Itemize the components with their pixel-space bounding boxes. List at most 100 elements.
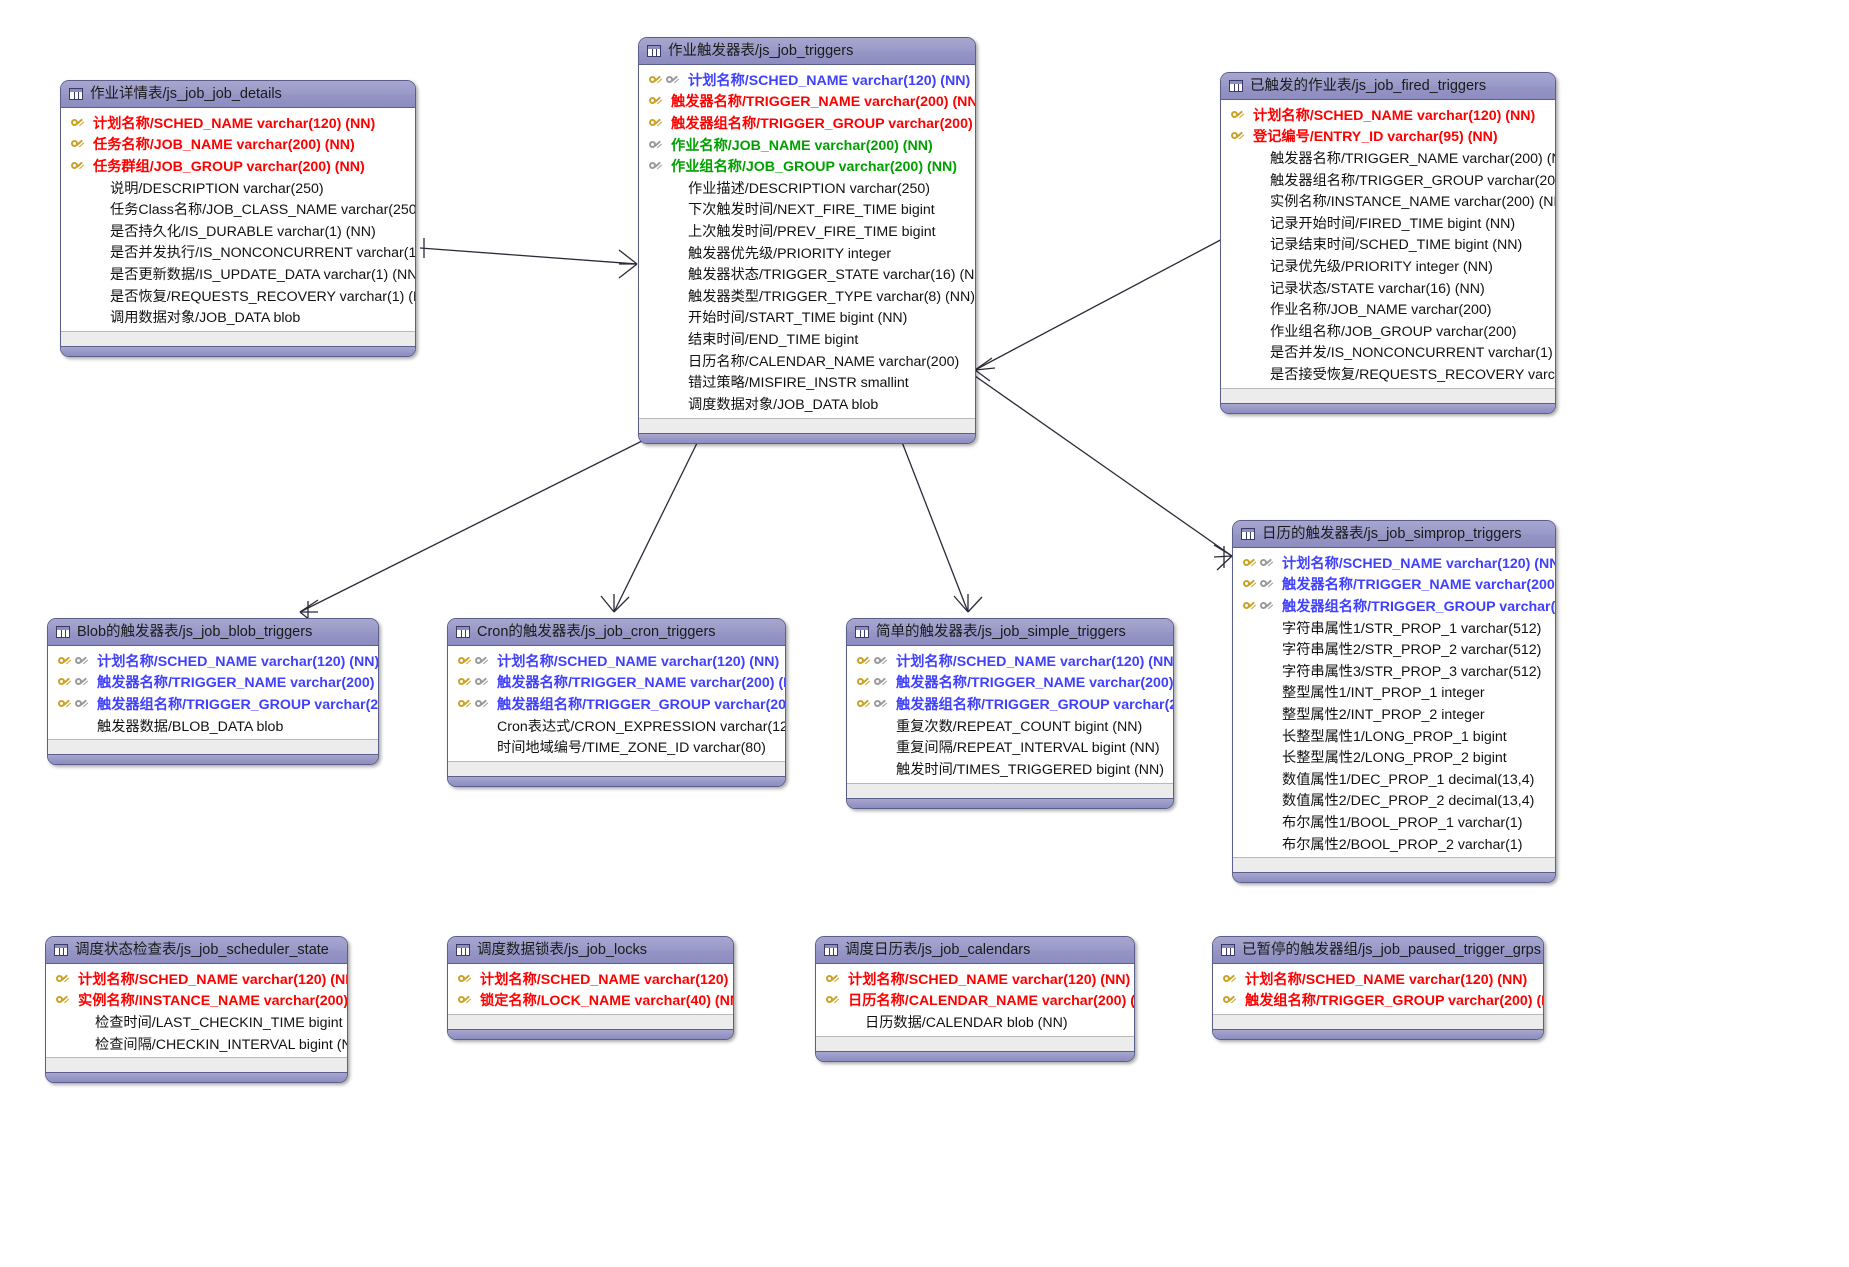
attribute-row[interactable]: 记录优先级/PRIORITY integer (NN) <box>1221 255 1555 277</box>
entity-js-job-fired-triggers[interactable]: 已触发的作业表/js_job_fired_triggers 计划名称/SCHED… <box>1220 72 1556 414</box>
attribute-row[interactable]: 触发器数据/BLOB_DATA blob <box>48 715 378 737</box>
attribute-row[interactable]: Cron表达式/CRON_EXPRESSION varchar(120) (NN… <box>448 715 785 737</box>
attribute-row[interactable]: 计划名称/SCHED_NAME varchar(120) (NN) <box>448 968 733 990</box>
entity-js-job-simple-triggers[interactable]: 简单的触发器表/js_job_simple_triggers 计划名称/SCHE… <box>846 618 1174 809</box>
attribute-row[interactable]: 触发器名称/TRIGGER_NAME varchar(200) (NN) <box>448 672 785 694</box>
attribute-row[interactable]: 登记编号/ENTRY_ID varchar(95) (NN) <box>1221 126 1555 148</box>
attribute-row[interactable]: 作业组名称/JOB_GROUP varchar(200) (NN) <box>639 155 975 177</box>
primary-key-icon <box>458 972 471 985</box>
primary-key-icon <box>58 654 71 667</box>
attribute-row[interactable]: 布尔属性1/BOOL_PROP_1 varchar(1) <box>1233 811 1555 833</box>
attribute-row[interactable]: 日历数据/CALENDAR blob (NN) <box>816 1011 1134 1033</box>
attribute-row[interactable]: 记录结束时间/SCHED_TIME bigint (NN) <box>1221 234 1555 256</box>
attribute-row[interactable]: 任务Class名称/JOB_CLASS_NAME varchar(250) (N… <box>61 198 415 220</box>
attribute-row[interactable]: 计划名称/SCHED_NAME varchar(120) (NN) <box>61 112 415 134</box>
attribute-row[interactable]: 长整型属性1/LONG_PROP_1 bigint <box>1233 725 1555 747</box>
attribute-row[interactable]: 长整型属性2/LONG_PROP_2 bigint <box>1233 746 1555 768</box>
attribute-row[interactable]: 上次触发时间/PREV_FIRE_TIME bigint <box>639 220 975 242</box>
attribute-row[interactable]: 作业组名称/JOB_GROUP varchar(200) <box>1221 320 1555 342</box>
attribute-row[interactable]: 记录开始时间/FIRED_TIME bigint (NN) <box>1221 212 1555 234</box>
attribute-row[interactable]: 计划名称/SCHED_NAME varchar(120) (NN) <box>1213 968 1543 990</box>
entity-js-job-triggers[interactable]: 作业触发器表/js_job_triggers 计划名称/SCHED_NAME v… <box>638 37 976 444</box>
attribute-row[interactable]: 调用数据对象/JOB_DATA blob <box>61 306 415 328</box>
attribute-row[interactable]: 作业名称/JOB_NAME varchar(200) <box>1221 298 1555 320</box>
primary-key-slot <box>56 654 73 667</box>
attribute-row[interactable]: 是否接受恢复/REQUESTS_RECOVERY varchar(1) <box>1221 363 1555 385</box>
attribute-row[interactable]: 整型属性2/INT_PROP_2 integer <box>1233 703 1555 725</box>
attribute-row[interactable]: 字符串属性2/STR_PROP_2 varchar(512) <box>1233 638 1555 660</box>
attribute-row[interactable]: 触发器状态/TRIGGER_STATE varchar(16) (NN) <box>639 263 975 285</box>
entity-js-job-cron-triggers[interactable]: Cron的触发器表/js_job_cron_triggers 计划名称/SCHE… <box>447 618 786 787</box>
attribute-row[interactable]: 是否持久化/IS_DURABLE varchar(1) (NN) <box>61 220 415 242</box>
attribute-row[interactable]: 任务名称/JOB_NAME varchar(200) (NN) <box>61 134 415 156</box>
attribute-row[interactable]: 日历名称/CALENDAR_NAME varchar(200) <box>639 350 975 372</box>
attribute-row[interactable]: 触发器组名称/TRIGGER_GROUP varchar(200) (NN) <box>448 693 785 715</box>
attribute-row[interactable]: 触发器组名称/TRIGGER_GROUP varchar(200) (NN) <box>1233 595 1555 617</box>
entity-js-job-blob-triggers[interactable]: Blob的触发器表/js_job_blob_triggers 计划名称/SCHE… <box>47 618 379 766</box>
attribute-row[interactable]: 计划名称/SCHED_NAME varchar(120) (NN) <box>48 650 378 672</box>
attribute-row[interactable]: 是否并发/IS_NONCONCURRENT varchar(1) <box>1221 342 1555 364</box>
primary-key-icon <box>458 676 471 689</box>
attribute-row[interactable]: 时间地域编号/TIME_ZONE_ID varchar(80) <box>448 736 785 758</box>
attribute-row[interactable]: 触发器名称/TRIGGER_NAME varchar(200) (NN) <box>639 91 975 113</box>
attribute-row[interactable]: 触发器类型/TRIGGER_TYPE varchar(8) (NN) <box>639 285 975 307</box>
attribute-row[interactable]: 触发器优先级/PRIORITY integer <box>639 242 975 264</box>
attribute-row[interactable]: 触发器组名称/TRIGGER_GROUP varchar(200) (NN) <box>1221 169 1555 191</box>
attribute-row[interactable]: 触发器名称/TRIGGER_NAME varchar(200) (NN) <box>48 672 378 694</box>
entity-js-job-simprop-triggers[interactable]: 日历的触发器表/js_job_simprop_triggers 计划名称/SCH… <box>1232 520 1556 884</box>
attribute-row[interactable]: 触发器组名称/TRIGGER_GROUP varchar(200) (NN) <box>639 112 975 134</box>
attribute-row[interactable]: 错过策略/MISFIRE_INSTR smallint <box>639 371 975 393</box>
attribute-row[interactable]: 是否并发执行/IS_NONCONCURRENT varchar(1) (NN) <box>61 242 415 264</box>
attribute-row[interactable]: 重复次数/REPEAT_COUNT bigint (NN) <box>847 715 1173 737</box>
attribute-row[interactable]: 字符串属性1/STR_PROP_1 varchar(512) <box>1233 617 1555 639</box>
attribute-row[interactable]: 记录状态/STATE varchar(16) (NN) <box>1221 277 1555 299</box>
attribute-row[interactable]: 字符串属性3/STR_PROP_3 varchar(512) <box>1233 660 1555 682</box>
attribute-row[interactable]: 实例名称/INSTANCE_NAME varchar(200) (NN) <box>46 990 347 1012</box>
attribute-row[interactable]: 是否更新数据/IS_UPDATE_DATA varchar(1) (NN) <box>61 263 415 285</box>
attribute-row[interactable]: 整型属性1/INT_PROP_1 integer <box>1233 682 1555 704</box>
attribute-row[interactable]: 触发器组名称/TRIGGER_GROUP varchar(200) (NN) <box>847 693 1173 715</box>
attribute-row[interactable]: 是否恢复/REQUESTS_RECOVERY varchar(1) (NN) <box>61 285 415 307</box>
foreign-key-slot <box>73 676 90 689</box>
attribute-row[interactable]: 检查时间/LAST_CHECKIN_TIME bigint (NN) <box>46 1011 347 1033</box>
attribute-row[interactable]: 说明/DESCRIPTION varchar(250) <box>61 177 415 199</box>
attribute-row[interactable]: 布尔属性2/BOOL_PROP_2 varchar(1) <box>1233 833 1555 855</box>
attribute-row[interactable]: 触发器组名称/TRIGGER_GROUP varchar(200) (NN) <box>48 693 378 715</box>
attribute-row[interactable]: 作业描述/DESCRIPTION varchar(250) <box>639 177 975 199</box>
foreign-key-slot <box>73 697 90 710</box>
attribute-row[interactable]: 计划名称/SCHED_NAME varchar(120) (NN) <box>46 968 347 990</box>
attribute-row[interactable]: 下次触发时间/NEXT_FIRE_TIME bigint <box>639 199 975 221</box>
entity-js-job-job-details[interactable]: 作业详情表/js_job_job_details 计划名称/SCHED_NAME… <box>60 80 416 357</box>
attribute-row[interactable]: 计划名称/SCHED_NAME varchar(120) (NN) <box>1233 552 1555 574</box>
attribute-row[interactable]: 计划名称/SCHED_NAME varchar(120) (NN) <box>816 968 1134 990</box>
attribute-row[interactable]: 结束时间/END_TIME bigint <box>639 328 975 350</box>
attribute-row[interactable]: 触发组名称/TRIGGER_GROUP varchar(200) (NN) <box>1213 990 1543 1012</box>
attribute-row[interactable]: 数值属性2/DEC_PROP_2 decimal(13,4) <box>1233 790 1555 812</box>
attribute-row[interactable]: 日历名称/CALENDAR_NAME varchar(200) (NN) <box>816 990 1134 1012</box>
attribute-row[interactable]: 数值属性1/DEC_PROP_1 decimal(13,4) <box>1233 768 1555 790</box>
entity-js-job-calendars[interactable]: 调度日历表/js_job_calendars 计划名称/SCHED_NAME v… <box>815 936 1135 1062</box>
attribute-row[interactable]: 计划名称/SCHED_NAME varchar(120) (NN) <box>639 69 975 91</box>
attribute-row[interactable]: 任务群组/JOB_GROUP varchar(200) (NN) <box>61 155 415 177</box>
foreign-key-slot <box>473 676 490 689</box>
attribute-row[interactable]: 检查间隔/CHECKIN_INTERVAL bigint (NN) <box>46 1033 347 1055</box>
attribute-row[interactable]: 开始时间/START_TIME bigint (NN) <box>639 307 975 329</box>
entity-js-job-locks[interactable]: 调度数据锁表/js_job_locks 计划名称/SCHED_NAME varc… <box>447 936 734 1041</box>
attribute-label: 记录开始时间/FIRED_TIME bigint (NN) <box>1270 215 1516 232</box>
attribute-row[interactable]: 触发器名称/TRIGGER_NAME varchar(200) (NN) <box>1233 574 1555 596</box>
attribute-row[interactable]: 触发器名称/TRIGGER_NAME varchar(200) (NN) <box>847 672 1173 694</box>
attribute-row[interactable]: 触发时间/TIMES_TRIGGERED bigint (NN) <box>847 758 1173 780</box>
entity-js-job-scheduler-state[interactable]: 调度状态检查表/js_job_scheduler_state 计划名称/SCHE… <box>45 936 348 1084</box>
attribute-row[interactable]: 实例名称/INSTANCE_NAME varchar(200) (NN) <box>1221 190 1555 212</box>
attribute-row[interactable]: 计划名称/SCHED_NAME varchar(120) (NN) <box>448 650 785 672</box>
primary-key-icon <box>71 116 84 129</box>
attribute-row[interactable]: 调度数据对象/JOB_DATA blob <box>639 393 975 415</box>
attribute-row[interactable]: 计划名称/SCHED_NAME varchar(120) (NN) <box>1221 104 1555 126</box>
attribute-row[interactable]: 重复间隔/REPEAT_INTERVAL bigint (NN) <box>847 736 1173 758</box>
attribute-row[interactable]: 计划名称/SCHED_NAME varchar(120) (NN) <box>847 650 1173 672</box>
attribute-row[interactable]: 触发器名称/TRIGGER_NAME varchar(200) (NN) <box>1221 147 1555 169</box>
attribute-row[interactable]: 锁定名称/LOCK_NAME varchar(40) (NN) <box>448 990 733 1012</box>
attribute-row[interactable]: 作业名称/JOB_NAME varchar(200) (NN) <box>639 134 975 156</box>
entity-title: 已暂停的触发器组/js_job_paused_trigger_grps <box>1242 941 1541 958</box>
entity-js-job-paused-trigger-grps[interactable]: 已暂停的触发器组/js_job_paused_trigger_grps 计划名称… <box>1212 936 1544 1041</box>
